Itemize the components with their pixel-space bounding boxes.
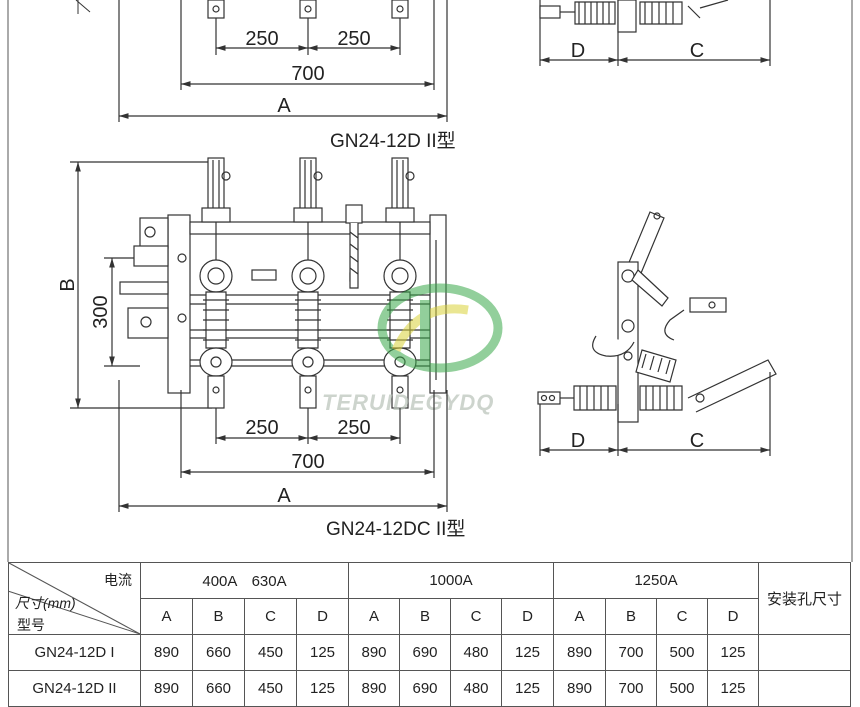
row-cell: 890 [553, 670, 606, 707]
top-view-caption: GN24-12D II型 [330, 130, 456, 152]
sub-header: C [450, 598, 502, 635]
bottom-dimensions [118, 380, 448, 512]
group-header-1000: 1000A [348, 562, 554, 599]
drawing-page: 250 250 700 A GN24-12D II型 D C [7, 0, 853, 707]
row-cell: 125 [501, 634, 554, 671]
row-cell: 125 [707, 670, 759, 707]
row-cell: 700 [605, 634, 657, 671]
top-side-dim-d: D [571, 40, 585, 62]
sub-header: D [707, 598, 759, 635]
row-cell: 890 [348, 634, 400, 671]
row-cell: 450 [244, 634, 297, 671]
table-corner-header: 电流 尺寸(mm) 型号 [8, 562, 141, 635]
pole-3 [383, 157, 417, 409]
bottom-dim-250-right: 250 [337, 417, 370, 439]
row-cell: 500 [656, 634, 708, 671]
top-dim-700: 700 [291, 63, 324, 85]
sub-header: A [553, 598, 606, 635]
row-cell: 450 [244, 670, 297, 707]
corner-label-current: 电流 [104, 572, 132, 588]
spec-table: 电流 尺寸(mm) 型号 400A 630A 1000A 1250A 安装孔尺寸… [8, 562, 851, 707]
pole-1 [199, 157, 233, 409]
bottom-dim-b: B [57, 278, 79, 291]
row-mount-cell [758, 634, 851, 671]
row-cell: 690 [399, 670, 451, 707]
watermark-text: TERUIDEGYDQ [322, 390, 494, 415]
row-model: GN24-12D I [8, 634, 141, 671]
row-cell: 500 [656, 670, 708, 707]
sub-header: B [399, 598, 451, 635]
sub-header: A [140, 598, 193, 635]
bottom-dim-a: A [277, 485, 291, 507]
top-dim-250-left: 250 [245, 28, 278, 50]
top-front-view [75, 0, 448, 122]
table-header-row-1: 电流 尺寸(mm) 型号 400A 630A 1000A 1250A 安装孔尺寸 [8, 562, 851, 635]
row-cell: 890 [140, 634, 193, 671]
row-mount-cell [758, 670, 851, 707]
bottom-dim-700: 700 [291, 451, 324, 473]
bottom-side-dim-c: C [690, 430, 704, 452]
row-model: GN24-12D II [8, 670, 141, 707]
bottom-side-dim-d: D [571, 430, 585, 452]
row-cell: 125 [707, 634, 759, 671]
top-dim-250-right: 250 [337, 28, 370, 50]
table-row: GN24-12D II 890 660 450 125 890 690 480 … [8, 670, 851, 707]
top-dim-a: A [277, 95, 291, 117]
sub-header: B [192, 598, 245, 635]
corner-label-dimension: 尺寸(mm) [15, 595, 76, 611]
table-row: GN24-12D I 890 660 450 125 890 690 480 1… [8, 634, 851, 671]
row-cell: 480 [450, 670, 502, 707]
row-cell: 700 [605, 670, 657, 707]
row-cell: 125 [296, 670, 349, 707]
sub-header: D [501, 598, 554, 635]
sub-header: A [348, 598, 400, 635]
sub-header: B [605, 598, 657, 635]
row-cell: 125 [296, 634, 349, 671]
pole-2 [291, 157, 325, 409]
row-cell: 660 [192, 634, 245, 671]
group-header-400-630: 400A 630A [140, 562, 349, 599]
row-cell: 890 [140, 670, 193, 707]
bottom-dim-300: 300 [90, 295, 112, 328]
row-cell: 890 [348, 670, 400, 707]
row-cell: 660 [192, 670, 245, 707]
corner-label-model: 型号 [17, 617, 45, 633]
table-header-row-2: A B C D A B C D A B C D [9, 598, 851, 635]
sub-header: C [244, 598, 297, 635]
bottom-view-caption: GN24-12DC II型 [326, 518, 465, 540]
mount-hole-header: 安装孔尺寸 [758, 562, 851, 635]
group-header-1250: 1250A [553, 562, 759, 599]
row-cell: 690 [399, 634, 451, 671]
top-side-view [539, 0, 771, 66]
row-cell: 480 [450, 634, 502, 671]
bottom-dim-250-left: 250 [245, 417, 278, 439]
row-cell: 125 [501, 670, 554, 707]
watermark-logo [377, 283, 503, 373]
corner-diagonal-lines [8, 562, 141, 635]
row-cell: 890 [553, 634, 606, 671]
sub-header: D [296, 598, 349, 635]
sub-header: C [656, 598, 708, 635]
top-side-dim-c: C [690, 40, 704, 62]
bottom-side-view [537, 211, 777, 456]
technical-drawing: 250 250 700 A GN24-12D II型 D C [7, 0, 853, 562]
